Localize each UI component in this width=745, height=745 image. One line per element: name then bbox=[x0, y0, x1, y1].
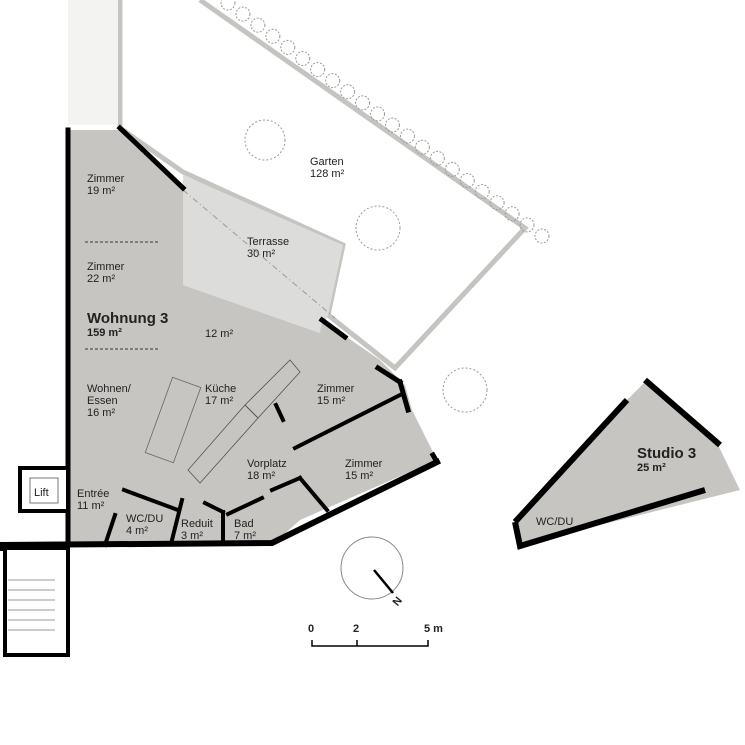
hedge-tree-icon bbox=[384, 117, 400, 133]
partition-lines bbox=[85, 241, 160, 350]
hedge-tree-icon bbox=[325, 73, 341, 89]
hedge-tree-icon bbox=[459, 173, 475, 189]
hedge-tree-icon bbox=[474, 184, 490, 200]
room-area: 12 m² bbox=[205, 328, 233, 340]
room-name: Zimmer bbox=[87, 173, 125, 185]
room-name: Zimmer bbox=[87, 261, 125, 273]
studio-room: WC/DU bbox=[536, 516, 573, 528]
hedge-trees bbox=[220, 0, 550, 244]
studio-area: 25 m² bbox=[637, 462, 666, 474]
apartment-area: 159 m² bbox=[87, 327, 122, 339]
hedge-tree-icon bbox=[280, 39, 296, 55]
hedge-tree-icon bbox=[340, 84, 356, 100]
scale-label: 2 bbox=[353, 623, 359, 635]
terrace-name: Terrasse bbox=[247, 236, 289, 248]
apartment-interior bbox=[68, 130, 437, 545]
hedge-tree-icon bbox=[519, 217, 535, 233]
room-name: WC/DU bbox=[126, 513, 163, 525]
room-name: Reduit bbox=[181, 518, 213, 530]
hedge-tree-icon bbox=[310, 62, 326, 78]
studio-name: Studio 3 bbox=[637, 445, 696, 462]
north-arrow-icon bbox=[340, 536, 404, 600]
hedge-tree-icon bbox=[265, 28, 281, 44]
hedge-tree-icon bbox=[220, 0, 236, 11]
room-name: Küche bbox=[205, 383, 236, 395]
hedge-tree-icon bbox=[250, 17, 266, 33]
hedge-tree-icon bbox=[370, 106, 386, 122]
garden-area: 128 m² bbox=[310, 168, 345, 180]
room-area: 19 m² bbox=[87, 185, 115, 197]
hedge-tree-icon bbox=[534, 228, 550, 244]
room-area: 17 m² bbox=[205, 395, 233, 407]
studio-walls bbox=[512, 377, 722, 550]
hedge-tree-icon bbox=[399, 128, 415, 144]
roof-line bbox=[182, 189, 336, 319]
terrace-area-label: 30 m² bbox=[247, 248, 275, 260]
hatched-strip bbox=[68, 0, 118, 125]
room-name: Essen bbox=[87, 395, 118, 407]
scale-label: 0 bbox=[308, 623, 314, 635]
hedge-tree-icon bbox=[489, 195, 505, 211]
hedge-tree-icon bbox=[355, 95, 371, 111]
room-area: 18 m² bbox=[247, 470, 275, 482]
studio-interior bbox=[515, 382, 740, 545]
garden-name: Garten bbox=[310, 156, 344, 168]
hedge-tree-icon bbox=[504, 206, 520, 222]
terrace-area bbox=[183, 175, 343, 333]
room-area: 3 m² bbox=[181, 530, 203, 542]
room-name: Wohnen/ bbox=[87, 383, 132, 395]
staircase bbox=[187, 359, 301, 484]
room-area: 4 m² bbox=[126, 525, 148, 537]
hedge-tree-icon bbox=[414, 139, 430, 155]
room-name: Bad bbox=[234, 518, 254, 530]
room-area: 15 m² bbox=[317, 395, 345, 407]
room-name: Vorplatz bbox=[247, 458, 287, 470]
north-label: N bbox=[391, 595, 405, 609]
hedge-tree-icon bbox=[429, 150, 445, 166]
room-labels: Zimmer 19 m² Zimmer 22 m² 12 m² Wohnen/ … bbox=[77, 156, 696, 542]
room-area: 11 m² bbox=[77, 500, 105, 512]
scale-label: 5 m bbox=[424, 623, 443, 635]
tree-icon bbox=[244, 119, 488, 413]
apartment-name: Wohnung 3 bbox=[87, 310, 168, 327]
kitchen-island bbox=[144, 376, 202, 464]
room-name: Zimmer bbox=[317, 383, 355, 395]
hedge-tree-icon bbox=[444, 161, 460, 177]
hedge-tree-icon bbox=[235, 6, 251, 22]
room-name: Entrée bbox=[77, 488, 109, 500]
room-area: 22 m² bbox=[87, 273, 115, 285]
room-area: 15 m² bbox=[345, 470, 373, 482]
scale-bar bbox=[311, 634, 429, 647]
lift-label: Lift bbox=[34, 487, 49, 499]
lift-stairwell bbox=[3, 466, 70, 657]
room-area: 7 m² bbox=[234, 530, 256, 542]
room-area: 16 m² bbox=[87, 407, 115, 419]
room-name: Zimmer bbox=[345, 458, 383, 470]
hedge-tree-icon bbox=[295, 50, 311, 66]
